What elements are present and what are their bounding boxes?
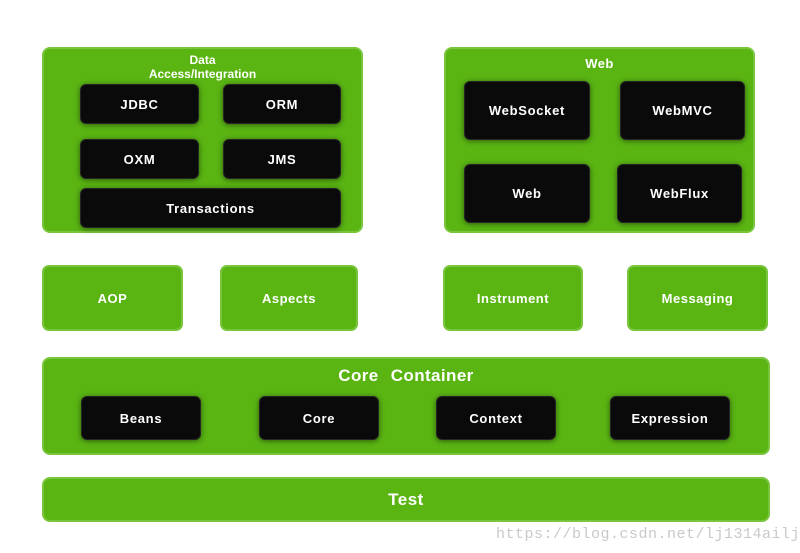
- panel-data-access-integration: Data Access/Integration JDBC ORM OXM JMS…: [42, 47, 363, 233]
- module-webflux: WebFlux: [617, 164, 742, 223]
- panel-web-title: Web: [585, 56, 614, 71]
- panel-data-access-title-line2: Access/Integration: [148, 67, 257, 81]
- panel-core-container: Core Container Beans Core Context Expres…: [42, 357, 770, 455]
- module-core: Core: [259, 396, 379, 440]
- module-webmvc: WebMVC: [620, 81, 745, 140]
- module-websocket: WebSocket: [464, 81, 590, 140]
- panel-data-access-title-line1: Data: [189, 53, 216, 67]
- watermark-url: https://blog.csdn.net/lj1314ailj: [496, 526, 800, 543]
- module-orm: ORM: [223, 84, 341, 124]
- module-context: Context: [436, 396, 556, 440]
- panel-core-container-title: Core Container: [338, 366, 474, 385]
- panel-test: Test: [42, 477, 770, 522]
- module-jms: JMS: [223, 139, 341, 179]
- module-oxm: OXM: [80, 139, 199, 179]
- panel-data-access-title: Data Access/Integration: [44, 49, 361, 81]
- box-messaging: Messaging: [627, 265, 768, 331]
- box-aspects: Aspects: [220, 265, 358, 331]
- panel-web: Web WebSocket WebMVC Web WebFlux: [444, 47, 755, 233]
- box-instrument: Instrument: [443, 265, 583, 331]
- module-expression: Expression: [610, 396, 730, 440]
- module-beans: Beans: [81, 396, 201, 440]
- box-aop: AOP: [42, 265, 183, 331]
- module-transactions: Transactions: [80, 188, 341, 228]
- module-jdbc: JDBC: [80, 84, 199, 124]
- module-web: Web: [464, 164, 590, 223]
